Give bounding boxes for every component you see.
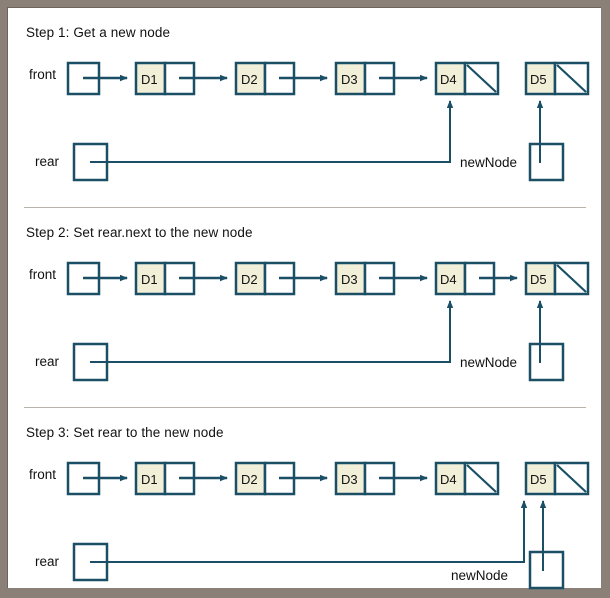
- front-label-2: front: [29, 267, 56, 282]
- node-d5-value-1: D5: [530, 72, 547, 87]
- node-d1-value-2: D1: [141, 272, 158, 287]
- section-divider-2: [24, 407, 586, 408]
- rear-to-d5-arrow-3: [90, 500, 528, 563]
- newnode-pointer-box-3: [528, 550, 565, 590]
- node-d4-data-1: [434, 61, 467, 96]
- newnode-pointer-box-1: [528, 142, 565, 182]
- diagram-frame: Step 1: Get a new node front D1 D2: [7, 7, 601, 590]
- rear-label-2: rear: [35, 354, 60, 369]
- step-1-title: Step 1: Get a new node: [26, 25, 171, 40]
- node-d1-data-3: [134, 461, 167, 496]
- rear-label-1: rear: [35, 154, 60, 169]
- node-d1-value-3: D1: [141, 472, 158, 487]
- step-1-diagram: front D1 D2 D3 D4: [29, 61, 590, 182]
- node-d5-value-3: D5: [530, 472, 547, 487]
- null-slash-icon: [466, 464, 497, 493]
- node-d4-value-2: D4: [440, 272, 457, 287]
- newnode-label-1: newNode: [460, 155, 517, 170]
- step-2-diagram: front D1 D2 D3 D4 D5 rear: [29, 261, 590, 382]
- step-2-title: Step 2: Set rear.next to the new node: [26, 225, 253, 240]
- node-d2-value-3: D2: [241, 472, 258, 487]
- node-d4-value-1: D4: [440, 72, 457, 87]
- node-d1-value-1: D1: [141, 72, 158, 87]
- front-label-3: front: [29, 467, 56, 482]
- node-d1-data-1: [134, 61, 167, 96]
- null-slash-icon: [466, 64, 497, 93]
- newnode-label-2: newNode: [460, 355, 517, 370]
- null-slash-icon: [556, 264, 587, 293]
- section-divider-1: [24, 207, 586, 208]
- node-d2-value-2: D2: [241, 272, 258, 287]
- newnode-label-3: newNode: [451, 568, 508, 583]
- step-3-title: Step 3: Set rear to the new node: [26, 425, 224, 440]
- node-d2-data-1: [234, 61, 267, 96]
- node-d2-data-3: [234, 461, 267, 496]
- front-label-1: front: [29, 67, 56, 82]
- newnode-pointer-box-2: [528, 342, 565, 382]
- node-d3-value-2: D3: [341, 272, 358, 287]
- node-d3-value-3: D3: [341, 472, 358, 487]
- node-d5-value-2: D5: [530, 272, 547, 287]
- step-3-diagram: front D1 D2 D3 D4 D5 rear: [29, 461, 590, 590]
- rear-label-3: rear: [35, 554, 60, 569]
- node-d4-value-3: D4: [440, 472, 457, 487]
- node-d3-value-1: D3: [341, 72, 358, 87]
- rear-to-d4-arrow-1: [90, 100, 454, 163]
- null-slash-icon: [556, 64, 587, 93]
- null-slash-icon: [556, 464, 587, 493]
- rear-to-d4-arrow-2: [90, 300, 454, 363]
- node-d3-data-3: [334, 461, 367, 496]
- node-d2-value-1: D2: [241, 72, 258, 87]
